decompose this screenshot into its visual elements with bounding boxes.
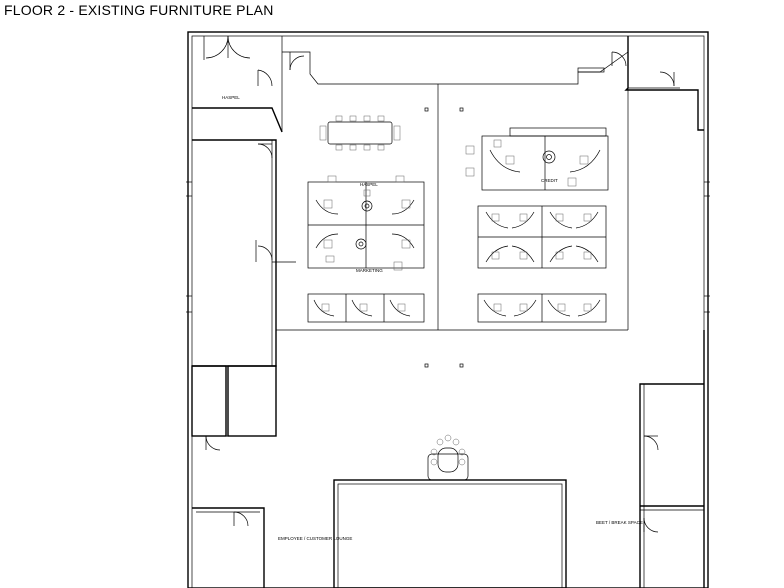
- lounge-label: EMPLOYEE / CUSTOMER LOUNGE: [278, 536, 352, 541]
- open-office-separators: [276, 84, 628, 368]
- west-offices: [191, 139, 296, 451]
- break-space-label: BEET / BREAK SPACE: [596, 520, 643, 525]
- conference-table: [319, 115, 401, 151]
- haspel-cluster-label: HASPEL: [360, 182, 378, 187]
- northeast-room: [611, 36, 704, 330]
- marketing-label: MARKETING: [356, 268, 383, 273]
- southwest-room: [192, 507, 265, 588]
- haspel-room-label: HASPEL: [222, 95, 240, 100]
- central-core: [333, 479, 567, 588]
- credit-label: CREDIT: [541, 178, 558, 183]
- east-offices: [639, 330, 705, 588]
- exterior-walls: [187, 31, 709, 588]
- credit-workstations: [465, 127, 609, 191]
- wall-ticks: [186, 181, 710, 313]
- marketing-workstations: [307, 175, 425, 271]
- workstations-row-east: [477, 293, 607, 323]
- haspel-room: [192, 35, 283, 133]
- north-wall: [282, 36, 629, 85]
- plan-title: FLOOR 2 - EXISTING FURNITURE PLAN: [4, 2, 274, 18]
- workstations-grid-east: [477, 205, 607, 269]
- workstations-row-west: [307, 293, 425, 323]
- round-table: [427, 434, 469, 481]
